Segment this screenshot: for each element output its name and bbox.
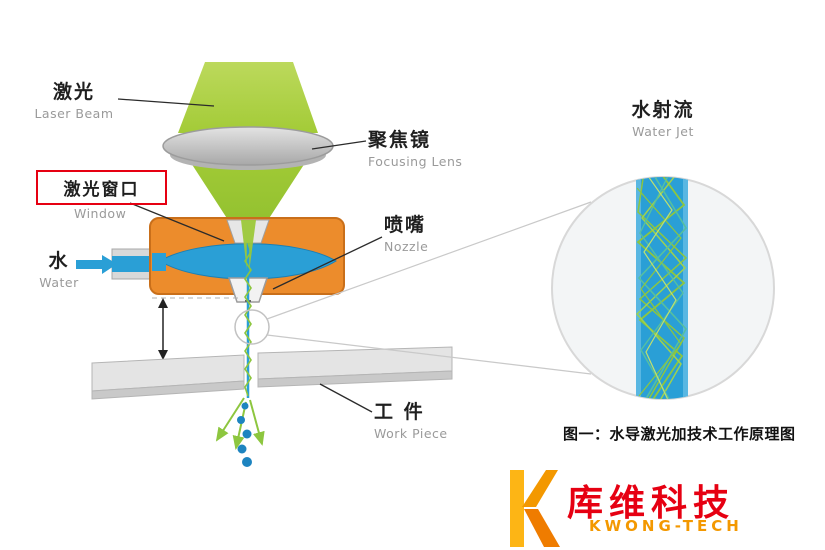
focusing-lens-shape — [162, 126, 334, 166]
label-window-box: 激光窗口 — [36, 170, 167, 205]
label-laser: 激光 Laser Beam — [28, 81, 120, 121]
label-water-jet-zh: 水射流 — [631, 99, 695, 121]
chamber-inlet-join — [152, 253, 166, 271]
water-arrow-head — [102, 255, 117, 274]
label-laser-en: Laser Beam — [34, 105, 114, 121]
label-water-zh: 水 — [48, 250, 70, 272]
leader-workpiece — [319, 383, 373, 413]
standoff-arrow-top — [158, 298, 168, 308]
spray-arrow-right — [249, 399, 265, 446]
label-water: 水 Water — [30, 250, 88, 290]
droplet — [237, 444, 247, 454]
figure-caption: 图一：水导激光加技术工作原理图 — [563, 425, 796, 443]
magnifier-source-circle — [234, 309, 270, 345]
water-arrow-shaft — [76, 260, 102, 269]
label-nozzle: 喷嘴 Nozzle — [384, 214, 429, 254]
logo-name-en: KWONG-TECH — [589, 517, 743, 535]
kwong-tech-logo-icon — [510, 470, 560, 547]
standoff-arrow-bottom — [158, 350, 168, 360]
magnified-water-jet — [635, 177, 688, 399]
laser-in-jet-zigzag — [244, 242, 252, 397]
label-water-jet-en: Water Jet — [632, 123, 694, 139]
logo-name-zh: 库维科技 — [567, 483, 736, 524]
spray-arrow-mid — [232, 401, 247, 450]
droplet — [237, 416, 245, 424]
leader-lens — [311, 140, 367, 150]
label-nozzle-zh: 喷嘴 — [384, 214, 427, 236]
magnifier-leader-bottom — [266, 334, 592, 375]
leader-window — [129, 202, 225, 242]
label-nozzle-en: Nozzle — [384, 238, 429, 254]
workpiece-left-front — [91, 380, 245, 400]
magnifier-leader-top — [266, 201, 592, 320]
label-workpiece: 工 件 Work Piece — [374, 401, 448, 441]
laser-beam-shape — [178, 62, 318, 133]
workpiece-right-front — [257, 370, 453, 388]
water-inlet-flow — [112, 256, 160, 272]
label-focusing-lens-en: Focusing Lens — [368, 153, 463, 169]
leader-nozzle — [272, 236, 383, 290]
droplet — [241, 402, 249, 410]
label-laser-zh: 激光 — [52, 81, 95, 103]
droplet — [242, 457, 252, 467]
label-focusing-lens: 聚焦镜 Focusing Lens — [368, 129, 463, 169]
leader-laser — [117, 98, 215, 107]
label-window-en: Window — [74, 206, 127, 221]
label-workpiece-zh: 工 件 — [374, 401, 425, 423]
droplet — [242, 429, 252, 439]
label-focusing-lens-zh: 聚焦镜 — [368, 129, 432, 151]
laser-cone-shape — [180, 146, 316, 243]
label-window-zh: 激光窗口 — [63, 180, 140, 200]
spray-arrow-left — [215, 397, 245, 442]
label-water-en: Water — [39, 274, 79, 290]
label-water-jet: 水射流 Water Jet — [603, 99, 723, 139]
label-workpiece-en: Work Piece — [374, 425, 448, 441]
